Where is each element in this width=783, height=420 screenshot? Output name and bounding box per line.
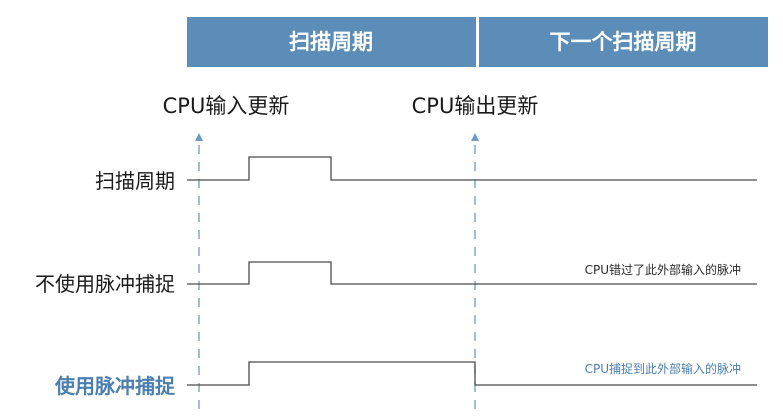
no-pulse-capture-note: CPU错过了此外部输入的脉冲 [585,262,741,277]
scan-period-header-label: 扫描周期 [289,30,373,54]
pulse-capture-note: CPU捕捉到此外部输入的脉冲 [585,361,741,376]
row-label-no-pulse-capture: 不使用脉冲捕捉 [35,272,175,296]
cpu-output-update-arrow [471,133,479,141]
cpu-output-update-label: CPU输出更新 [412,94,539,118]
cpu-input-update-arrow [195,133,203,141]
pulse-capture-row: 使用脉冲捕捉 CPU捕捉到此外部输入的脉冲 [54,361,757,398]
row-label-scan-period: 扫描周期 [95,169,175,193]
no-pulse-capture-row: 不使用脉冲捕捉 CPU错过了此外部输入的脉冲 [35,261,757,296]
scan-period-row: 扫描周期 [95,156,757,193]
scan-period-signal [187,156,757,181]
pulse-capture-signal [187,361,757,386]
no-pulse-capture-signal [187,261,757,285]
cpu-input-update-label: CPU输入更新 [163,94,290,118]
next-scan-period-header-box [479,17,768,67]
header-banner: 扫描周期 下一个扫描周期 [187,17,768,67]
next-scan-period-header-label: 下一个扫描周期 [550,30,697,54]
scan-period-header-box [187,17,476,67]
row-label-pulse-capture: 使用脉冲捕捉 [54,374,176,398]
